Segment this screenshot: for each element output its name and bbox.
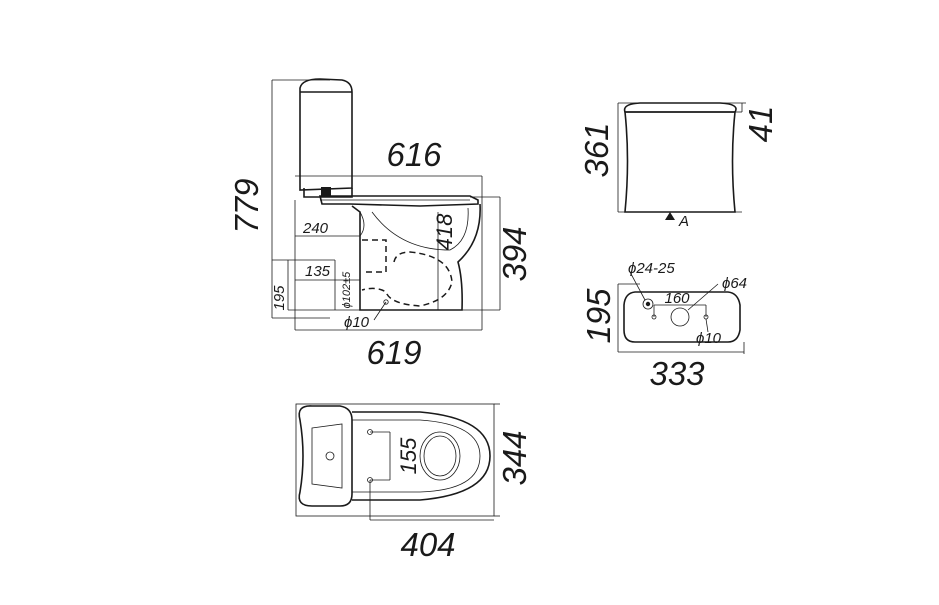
bowl-body — [351, 203, 481, 311]
label-overall-height: 779 — [228, 178, 265, 233]
top-view-frame — [295, 403, 495, 517]
top-view: 155 344 404 — [295, 403, 533, 563]
side-view: 779 616 619 394 418 240 135 195 ϕ102±5 ϕ… — [228, 78, 533, 371]
label-outlet-height: 195 — [271, 285, 288, 311]
flush-inlet-curve — [359, 211, 365, 237]
label-view-marker: A — [678, 213, 689, 230]
inlet-hole — [642, 298, 654, 310]
label-cistern-height: 361 — [578, 122, 615, 177]
fixing-hole — [383, 299, 389, 305]
label-cistern-bottom-height: 195 — [580, 288, 617, 344]
leader-inlet — [629, 271, 646, 301]
fixing-leader — [373, 301, 387, 321]
label-top-width: 344 — [496, 430, 533, 485]
trap-dashed-loop — [361, 251, 453, 307]
view-arrow-icon — [665, 212, 675, 220]
label-outlet-diameter: ϕ102±5 — [341, 271, 353, 309]
label-fixing-hole: ϕ10 — [344, 314, 370, 331]
label-inlet-height: 240 — [302, 220, 329, 237]
cistern-lid-front — [623, 102, 737, 113]
cistern-top-shape — [298, 405, 353, 507]
cistern-bottom-view: 195 333 160 ϕ24-25 ϕ64 ϕ10 — [580, 260, 747, 392]
cistern-bolt — [321, 187, 331, 197]
leader-bolt — [705, 318, 709, 333]
label-inlet-diameter: ϕ24-25 — [628, 260, 675, 277]
cistern-top-inner — [311, 423, 343, 489]
label-outlet-offset: 135 — [305, 263, 331, 280]
cistern-bottom-outline — [623, 291, 741, 343]
bowl-top-inner — [352, 419, 481, 493]
inlet-hole-center — [645, 301, 651, 307]
cistern-side-body — [299, 78, 353, 191]
flush-hole — [670, 307, 690, 327]
label-bolt-diameter: ϕ10 — [696, 330, 722, 347]
label-cistern-width: 333 — [649, 355, 705, 392]
leader-flush — [687, 283, 719, 311]
label-flush-diameter: ϕ64 — [722, 275, 747, 292]
label-depth-bottom: 619 — [366, 334, 421, 371]
label-top-length: 404 — [400, 526, 455, 563]
label-hole-spacing: 160 — [664, 290, 690, 307]
bowl-opening — [419, 431, 461, 481]
bowl-opening-inner — [423, 435, 457, 477]
label-lid-height: 41 — [742, 106, 779, 143]
label-bowl-height: 394 — [496, 226, 533, 281]
trap-dashed-top — [362, 239, 387, 273]
cistern-front-body — [624, 111, 736, 213]
label-fixing-spacing: 155 — [396, 437, 421, 474]
label-depth-top: 616 — [386, 136, 442, 173]
cistern-front-view: 361 41 A — [578, 102, 779, 230]
label-seat-drop: 418 — [432, 213, 457, 250]
cistern-top-button — [325, 451, 335, 461]
bowl-inner-curve — [371, 207, 469, 251]
bowl-top-outline — [352, 411, 491, 501]
